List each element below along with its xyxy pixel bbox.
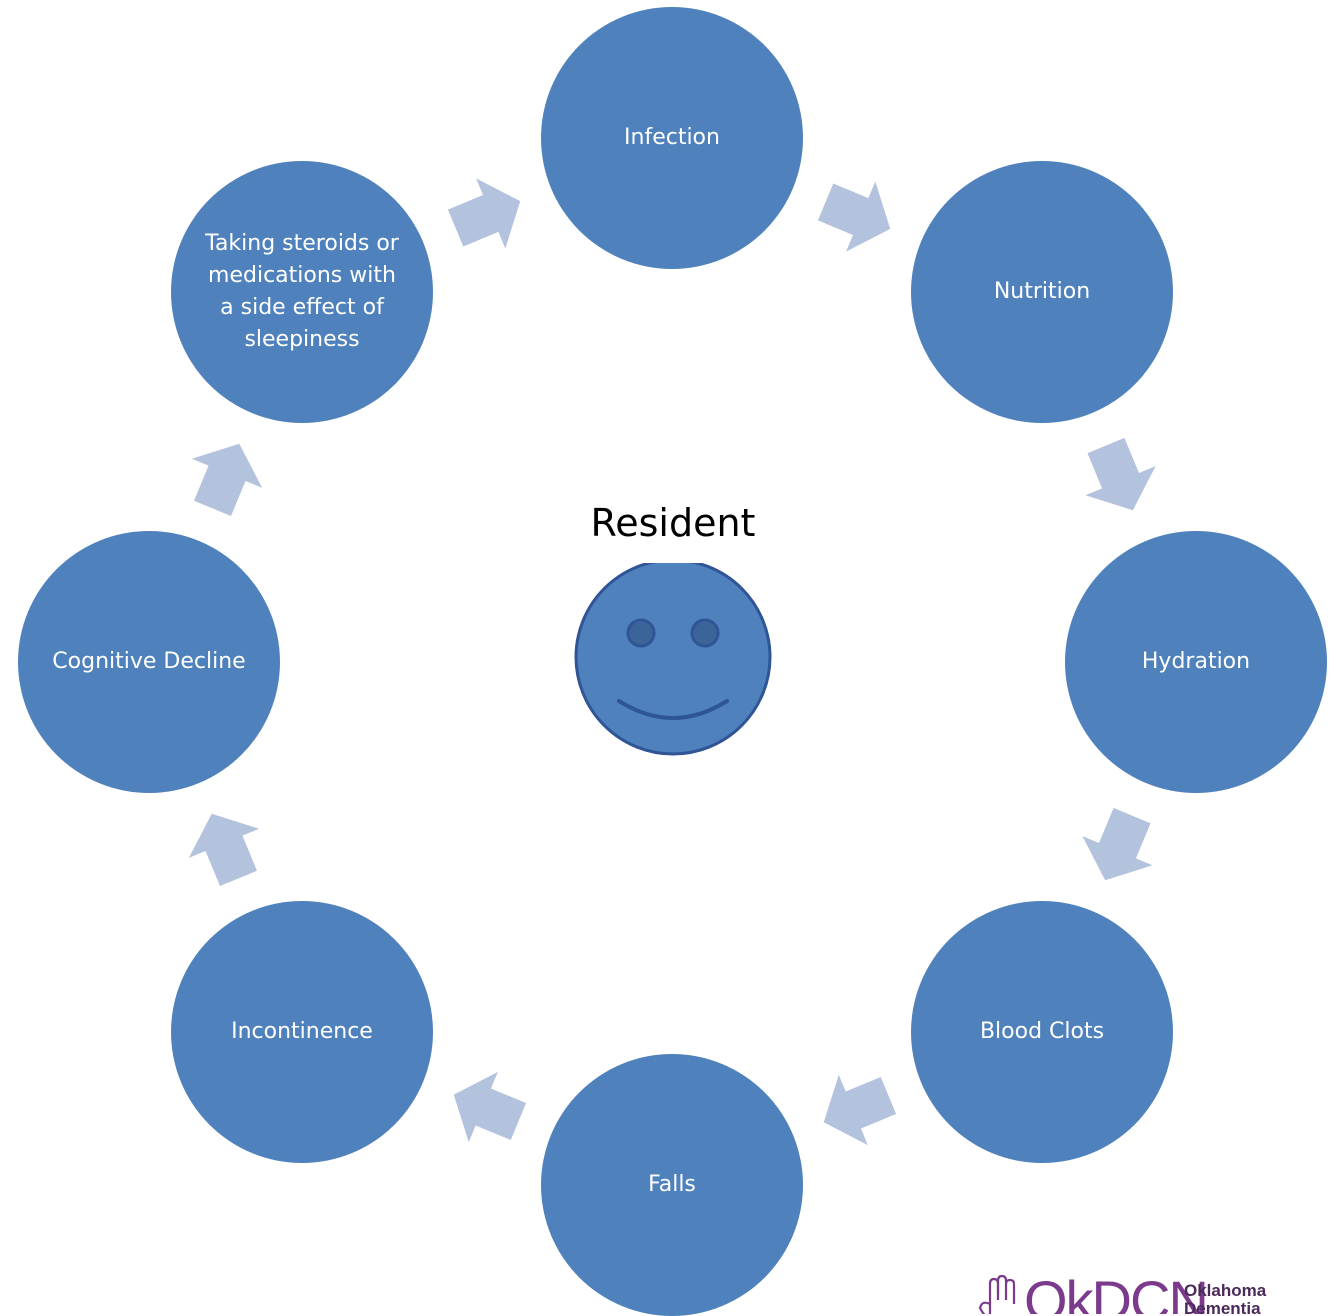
arrow-infection-to-nutrition: [817, 181, 891, 252]
hand-icon: [978, 1274, 1016, 1314]
node-hydration: Hydration: [1065, 531, 1327, 793]
node-label: Blood Clots: [979, 1019, 1105, 1044]
arrow-incontinence-to-cognitive-decline: [188, 813, 260, 887]
node-steroids-medications: Taking steroids or medications with a si…: [171, 161, 433, 423]
node-incontinence: Incontinence: [171, 901, 433, 1163]
arrow-hydration-to-blood-clots: [1082, 807, 1153, 881]
okdcn-logo: OkDCN Oklahoma Dementia: [970, 1270, 1335, 1314]
smiley-face-icon: [574, 563, 772, 756]
arrow-blood-clots-to-falls: [823, 1074, 897, 1146]
node-label: Cognitive Decline: [52, 649, 246, 674]
arrow-nutrition-to-hydration: [1085, 437, 1156, 511]
node-label: Taking steroids or medications with a si…: [205, 231, 399, 352]
logo-graphic: OkDCN Oklahoma Dementia: [978, 1270, 1267, 1314]
arrow-falls-to-incontinence: [453, 1071, 527, 1143]
logo-line1: Oklahoma: [1184, 1281, 1267, 1300]
node-nutrition: Nutrition: [911, 161, 1173, 423]
center-label: Resident: [590, 501, 756, 545]
node-falls: Falls: [541, 1054, 803, 1316]
logo-letters: OkDCN: [1024, 1270, 1207, 1314]
node-cognitive-decline: Cognitive Decline: [18, 531, 280, 793]
node-blood-clots: Blood Clots: [911, 901, 1173, 1163]
arrow-cognitive-decline-to-steroids: [191, 443, 263, 517]
node-label: Falls: [648, 1172, 696, 1197]
node-label: Hydration: [1141, 649, 1251, 674]
node-label: Infection: [624, 125, 720, 150]
logo-line2: Dementia: [1184, 1299, 1261, 1314]
node-label: Incontinence: [231, 1019, 373, 1044]
arrow-steroids-to-infection: [447, 178, 521, 249]
node-infection: Infection: [541, 7, 803, 269]
node-label: Nutrition: [993, 279, 1091, 304]
